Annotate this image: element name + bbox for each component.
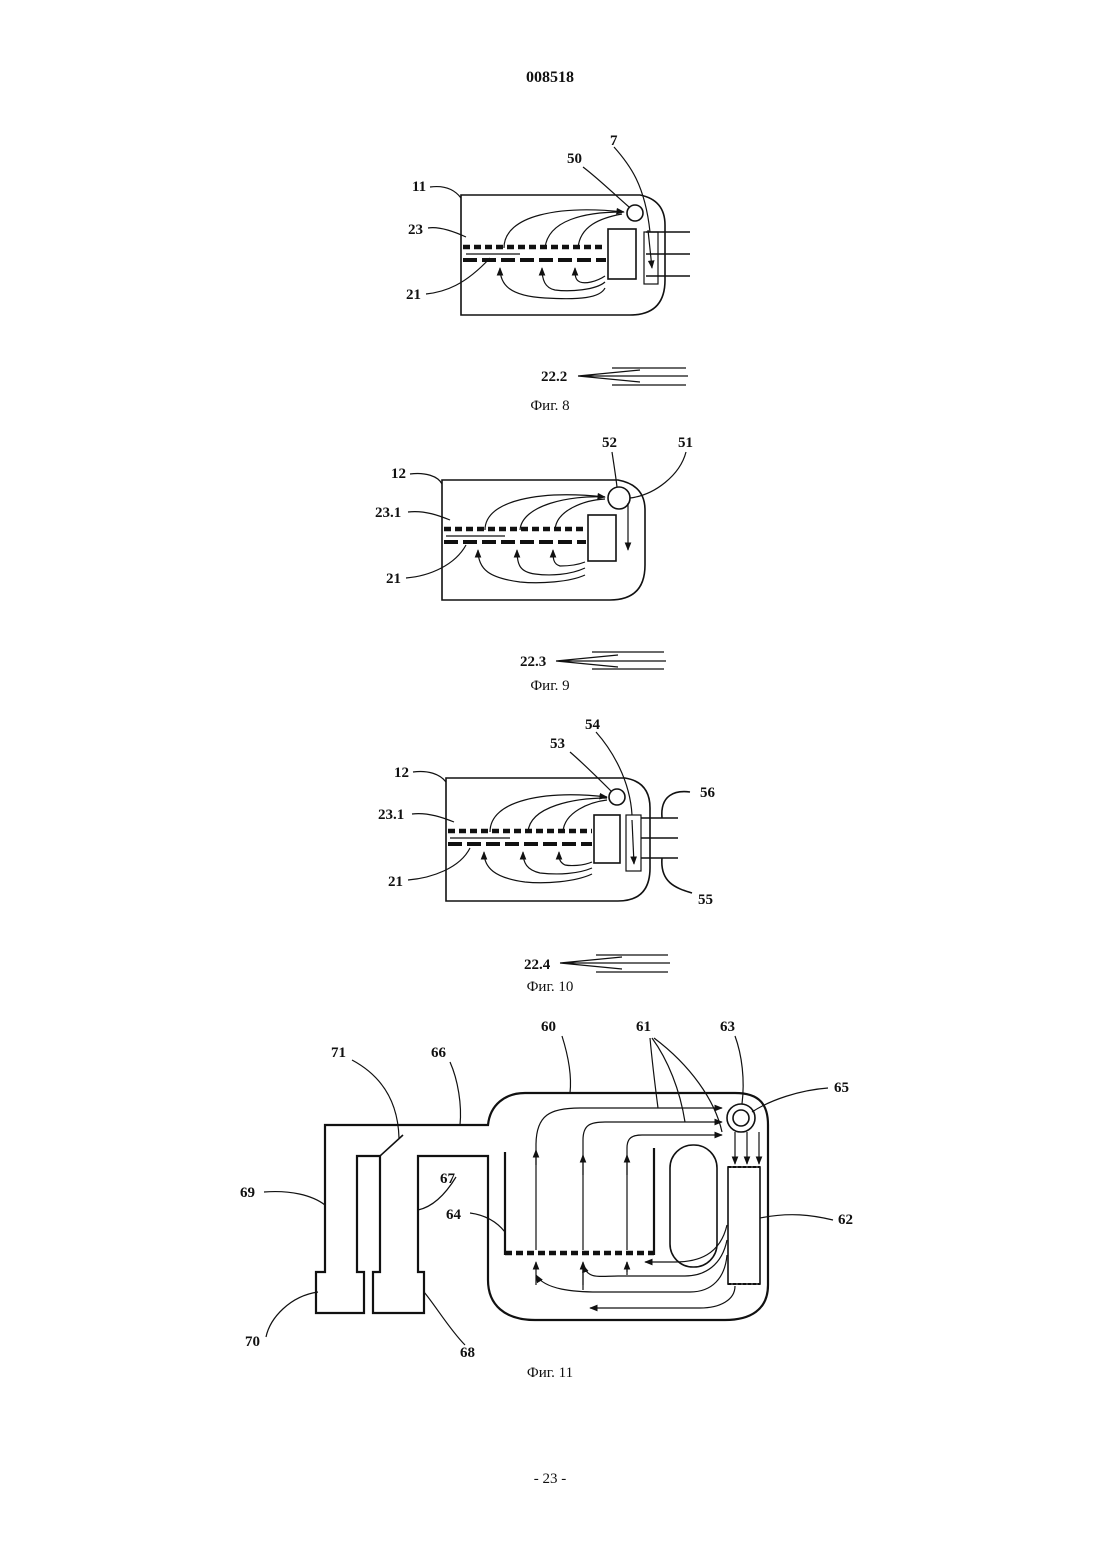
label-69: 69 <box>240 1185 255 1201</box>
label-23-1: 23.1 <box>378 807 404 823</box>
label-52: 52 <box>602 435 617 451</box>
figure-9: 52 51 12 23.1 21 22.3 Фиг. 9 <box>375 435 693 694</box>
label-7: 7 <box>610 133 618 149</box>
label-50: 50 <box>567 151 582 167</box>
page-number: - 23 - <box>534 1471 567 1487</box>
caption-fig-10: Фиг. 10 <box>527 979 574 995</box>
label-60: 60 <box>541 1019 556 1035</box>
label-21: 21 <box>386 571 401 587</box>
label-55: 55 <box>698 892 713 908</box>
label-22-3: 22.3 <box>520 654 546 670</box>
label-68: 68 <box>460 1345 475 1361</box>
label-67: 67 <box>440 1171 456 1187</box>
label-12: 12 <box>394 765 409 781</box>
figure-8: 7 50 11 23 21 22.2 Фиг. 8 <box>406 133 690 414</box>
document-number: 008518 <box>526 69 574 86</box>
label-22-2: 22.2 <box>541 369 567 385</box>
label-63: 63 <box>720 1019 735 1035</box>
label-62: 62 <box>838 1212 853 1228</box>
label-71: 71 <box>331 1045 346 1061</box>
label-64: 64 <box>446 1207 462 1223</box>
label-65: 65 <box>834 1080 849 1096</box>
label-12: 12 <box>391 466 406 482</box>
label-21: 21 <box>388 874 403 890</box>
figure-10: 54 53 56 12 23.1 21 55 22.4 Фиг. 10 <box>378 717 716 995</box>
label-56: 56 <box>700 785 716 801</box>
caption-fig-8: Фиг. 8 <box>530 398 569 414</box>
caption-fig-11: Фиг. 11 <box>527 1365 573 1381</box>
label-21: 21 <box>406 287 421 303</box>
figure-11: 60 61 63 71 66 65 69 67 64 62 70 68 Фиг.… <box>240 1019 853 1381</box>
label-53: 53 <box>550 736 565 752</box>
label-23: 23 <box>408 222 423 238</box>
label-61: 61 <box>636 1019 651 1035</box>
label-22-4: 22.4 <box>524 957 551 973</box>
label-51: 51 <box>678 435 693 451</box>
label-70: 70 <box>245 1334 260 1350</box>
label-54: 54 <box>585 717 601 733</box>
label-66: 66 <box>431 1045 447 1061</box>
label-23-1: 23.1 <box>375 505 401 521</box>
caption-fig-9: Фиг. 9 <box>530 678 569 694</box>
label-11: 11 <box>412 179 426 195</box>
